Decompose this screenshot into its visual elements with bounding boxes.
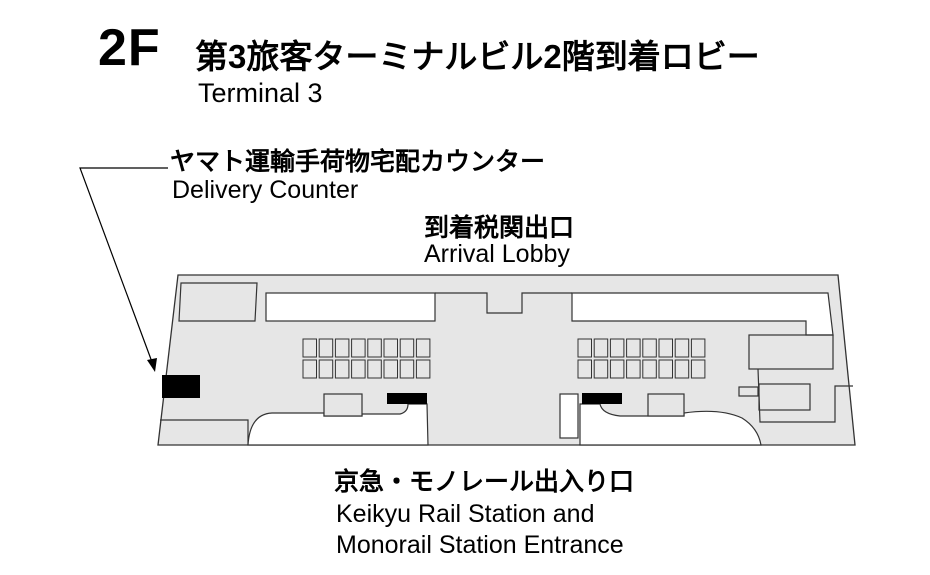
delivery-counter-label-ja: ヤマト運輸手荷物宅配カウンター bbox=[170, 148, 546, 176]
seat bbox=[351, 338, 366, 358]
seat bbox=[302, 359, 317, 379]
station-entrance-label-en2: Monorail Station Entrance bbox=[336, 531, 624, 559]
seat bbox=[642, 359, 657, 379]
seat bbox=[367, 338, 382, 358]
seat bbox=[577, 338, 592, 358]
seat bbox=[609, 338, 625, 358]
seat bbox=[674, 338, 690, 358]
seat bbox=[658, 359, 673, 379]
pillar-white bbox=[559, 393, 579, 439]
seat bbox=[626, 338, 641, 358]
station-entrance-label-ja: 京急・モノレール出入り口 bbox=[334, 468, 635, 496]
seat bbox=[399, 359, 415, 379]
seat bbox=[383, 338, 398, 358]
seat bbox=[690, 359, 706, 379]
page-subtitle: Terminal 3 bbox=[198, 78, 323, 108]
seat bbox=[334, 359, 350, 379]
seat bbox=[351, 359, 366, 379]
seat bbox=[593, 359, 609, 379]
entrance-right bbox=[579, 403, 762, 446]
seat bbox=[318, 359, 334, 379]
room-top-left bbox=[178, 282, 258, 322]
seat bbox=[302, 338, 317, 358]
seat bbox=[626, 359, 641, 379]
seat bbox=[399, 338, 415, 358]
seat bbox=[415, 359, 431, 379]
seat bbox=[415, 338, 431, 358]
arrival-exit-label-ja: 到着税関出口 bbox=[424, 214, 575, 242]
counter-box-right bbox=[647, 393, 685, 417]
station-entrance-label-en1: Keikyu Rail Station and bbox=[336, 500, 595, 528]
seat bbox=[334, 338, 350, 358]
delivery-counter-label-en: Delivery Counter bbox=[172, 176, 359, 204]
seat bbox=[642, 338, 657, 358]
seat bbox=[383, 359, 398, 379]
small-box-right bbox=[738, 386, 759, 397]
seat bbox=[367, 359, 382, 379]
customs-counter-left bbox=[387, 393, 427, 404]
delivery-counter bbox=[162, 375, 200, 398]
arrival-exit-label-en: Arrival Lobby bbox=[424, 240, 570, 268]
seat bbox=[674, 359, 690, 379]
seat bbox=[690, 338, 706, 358]
customs-counter-right bbox=[582, 393, 622, 404]
seat bbox=[609, 359, 625, 379]
delivery-arrow-icon bbox=[79, 167, 168, 372]
floor-number: 2F bbox=[98, 19, 161, 77]
page-title: 第3旅客ターミナルビル2階到着ロビー bbox=[195, 38, 760, 75]
room-right bbox=[748, 334, 834, 370]
seat bbox=[577, 359, 592, 379]
shop-left bbox=[265, 292, 436, 322]
counter-box-left bbox=[323, 393, 363, 417]
seat bbox=[318, 338, 334, 358]
seat bbox=[593, 338, 609, 358]
seat bbox=[658, 338, 673, 358]
